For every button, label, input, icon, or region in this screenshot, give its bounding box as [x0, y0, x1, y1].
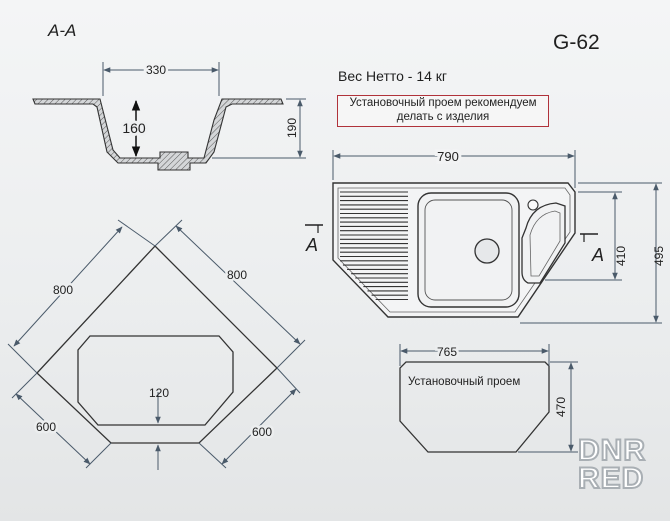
- corner-cutout: [77, 335, 234, 426]
- section-profile: [32, 98, 284, 171]
- section-marker-right: A: [580, 233, 604, 265]
- top-view: 790 410 495 A A: [305, 146, 666, 324]
- dim-600-right: 600: [252, 425, 272, 439]
- main-bowl: [417, 192, 520, 308]
- dim-800-left-line: [13, 226, 123, 347]
- cutout-outline: [399, 361, 550, 453]
- section-view: 330 160 190: [32, 61, 306, 171]
- svg-text:A: A: [591, 245, 604, 265]
- dim-800-left: 800: [53, 283, 73, 297]
- cutout-label: Установочный проем: [408, 376, 520, 388]
- note-line-2: делать с изделия: [396, 111, 490, 123]
- drain-hole: [474, 238, 500, 264]
- dim-410: 410: [614, 246, 628, 266]
- small-bowl: [521, 202, 566, 284]
- section-marker-left: A: [305, 224, 323, 255]
- dim-765: 765: [437, 345, 457, 359]
- dim-800-right: 800: [227, 268, 247, 282]
- dim-160: 160: [122, 120, 146, 136]
- weight-label: Вес Нетто - 14 кг: [338, 68, 448, 84]
- dim-495: 495: [652, 246, 666, 266]
- tap-hole: [527, 199, 539, 211]
- dim-800-right-line: [175, 225, 301, 345]
- dim-600-right-line: [221, 388, 297, 465]
- corner-view: 120 800 800 600 600: [7, 219, 306, 470]
- dim-120: 120: [149, 386, 169, 400]
- note-line-1: Установочный проем рекомендуем: [349, 97, 537, 109]
- svg-text:A: A: [305, 235, 318, 255]
- watermark-line-2: RED: [577, 462, 645, 495]
- model-code: G-62: [553, 31, 600, 54]
- dim-330: 330: [146, 63, 166, 77]
- watermark-logo: DNR RED: [577, 434, 660, 495]
- section-title: A-A: [48, 21, 77, 40]
- cutout-view: Установочный проем 765 470: [399, 343, 578, 453]
- dim-190: 190: [285, 118, 299, 138]
- dim-470: 470: [554, 397, 568, 417]
- drainboard-grooves: [340, 191, 408, 301]
- dim-600-left: 600: [36, 420, 56, 434]
- dim-790: 790: [437, 149, 459, 164]
- corner-outline: [36, 245, 278, 444]
- installation-note: Установочный проем рекомендуем делать с …: [337, 95, 549, 127]
- watermark-line-1: DNR: [577, 434, 646, 467]
- dim-600-left-line: [15, 393, 91, 465]
